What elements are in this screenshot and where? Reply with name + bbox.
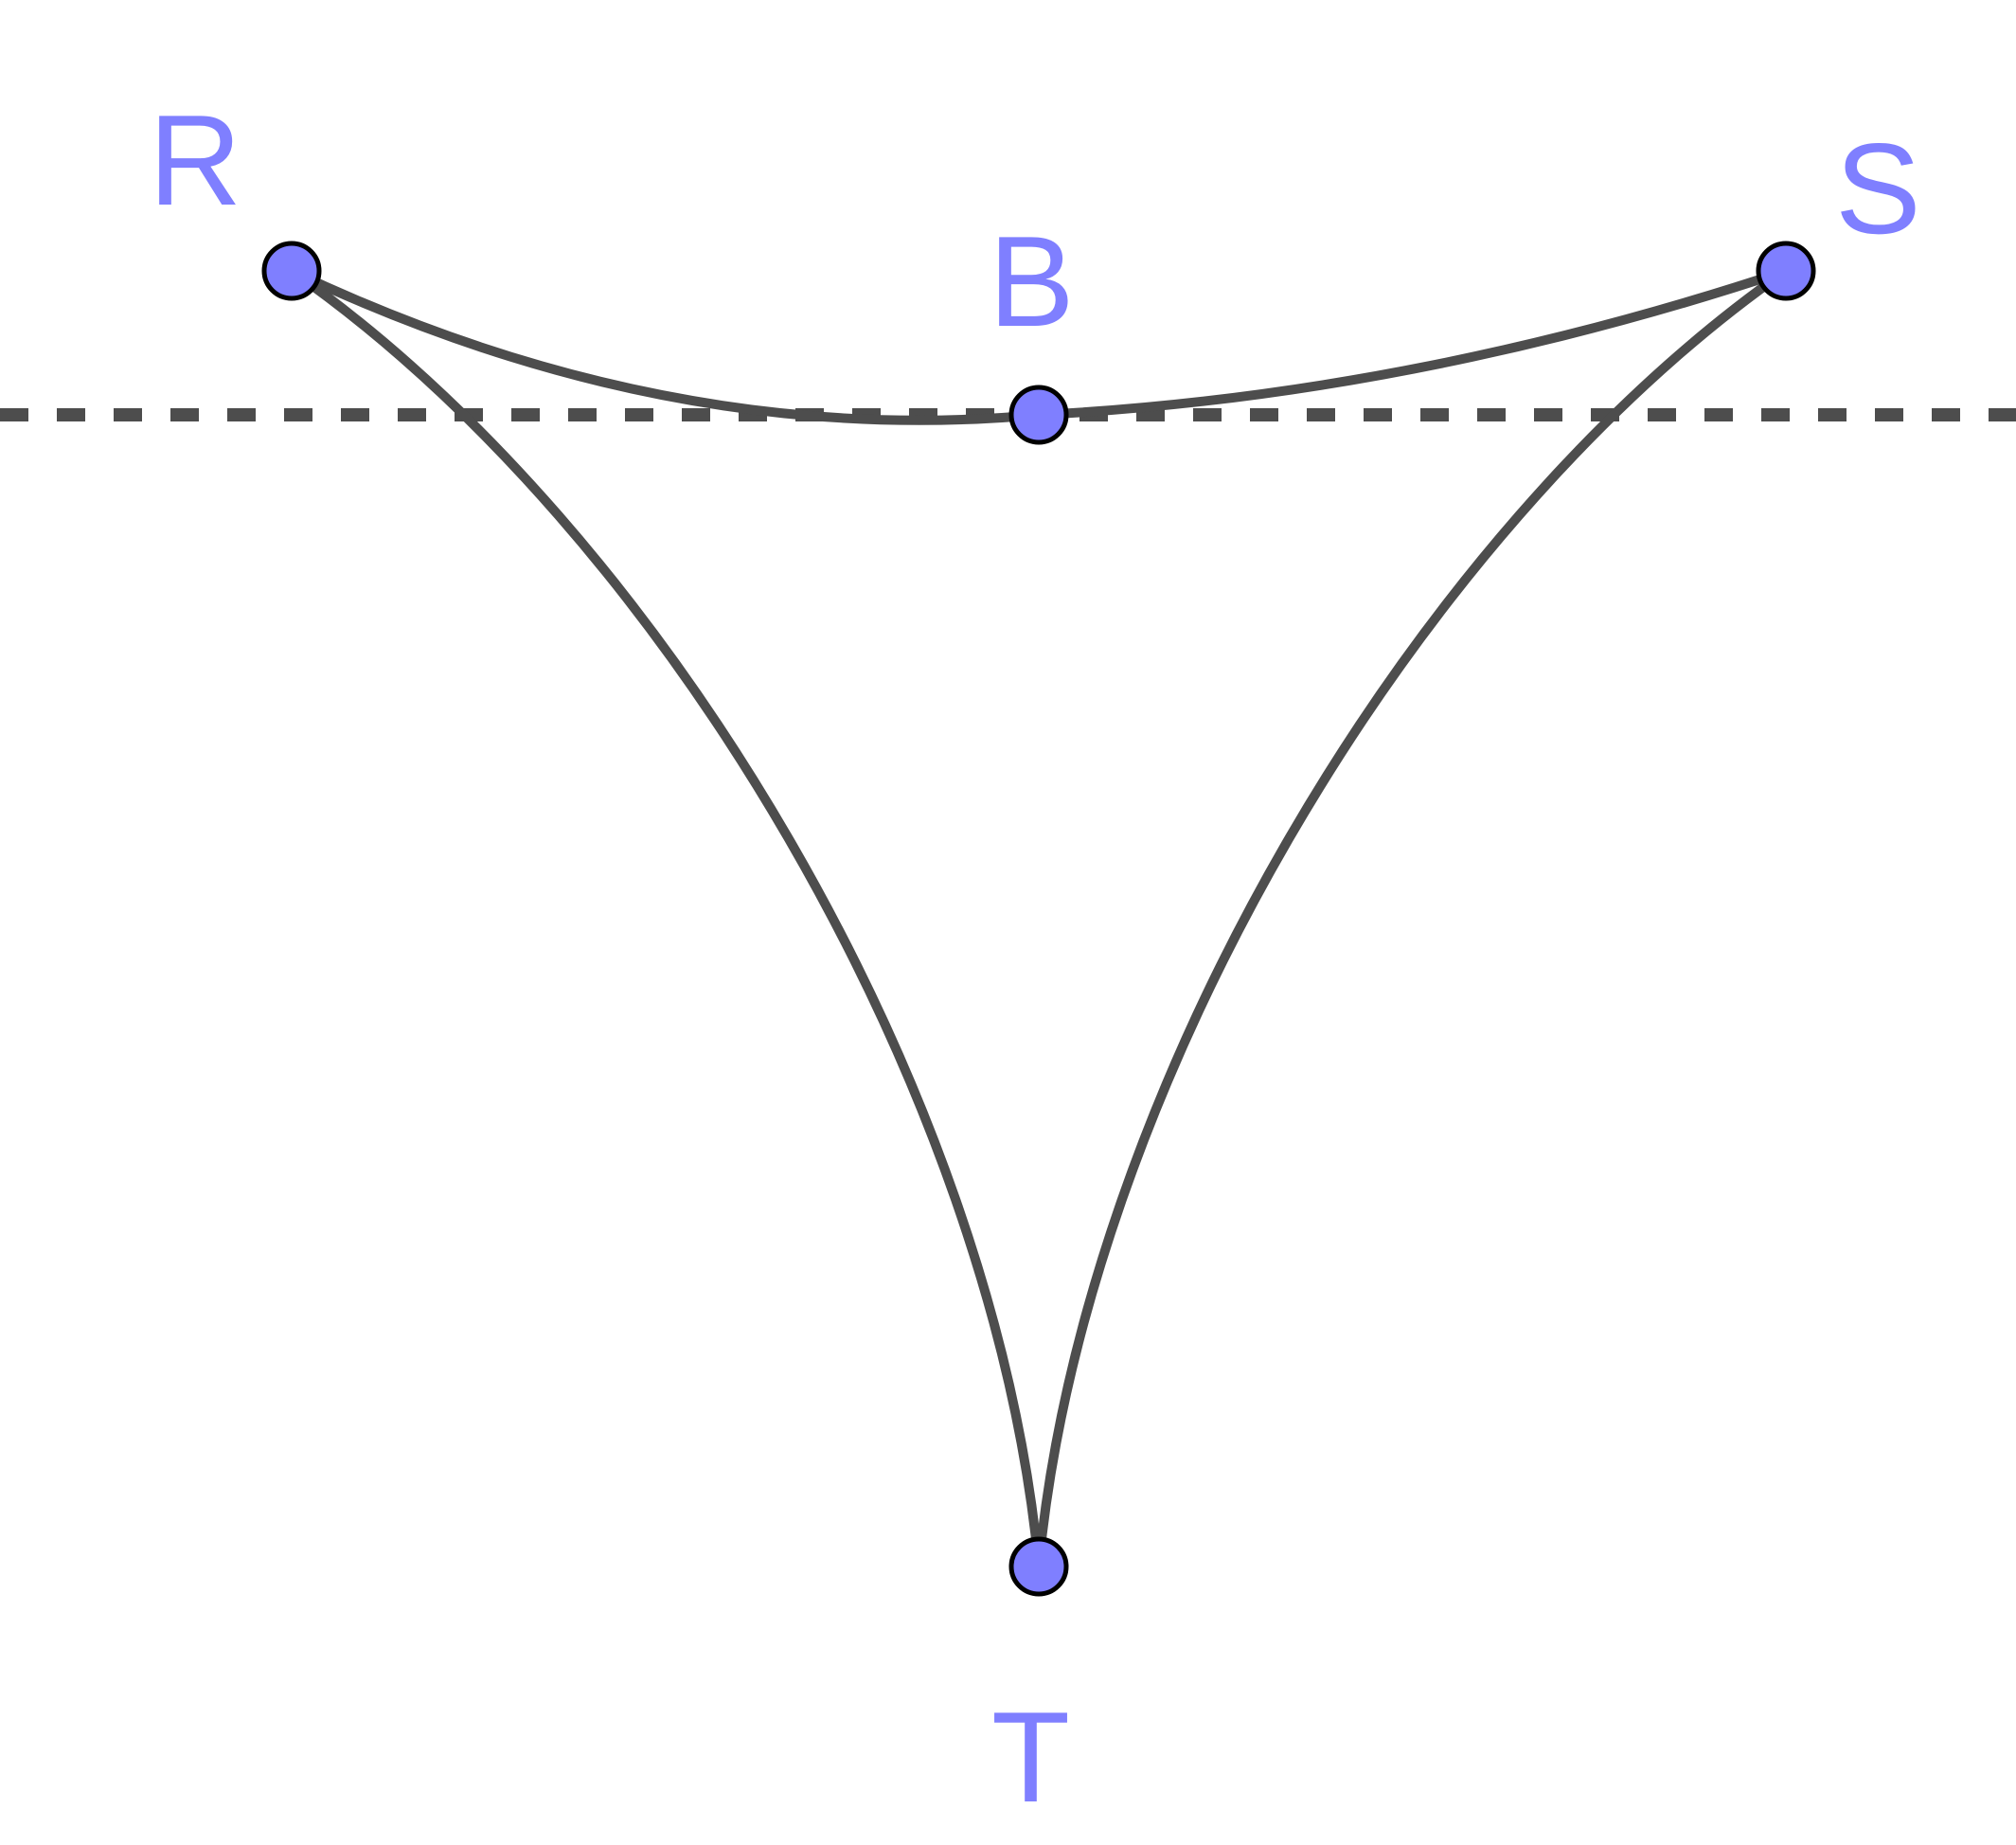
label-b: B: [989, 209, 1075, 353]
point-r[interactable]: [261, 241, 322, 301]
arc-r-t: [289, 266, 1044, 1567]
label-s: S: [1835, 116, 1921, 260]
point-t[interactable]: [1008, 1536, 1069, 1597]
label-t: T: [991, 1685, 1070, 1829]
label-r: R: [149, 88, 241, 232]
arc-s-t: [1034, 266, 1789, 1567]
point-s[interactable]: [1756, 241, 1816, 301]
point-b[interactable]: [1008, 385, 1069, 445]
